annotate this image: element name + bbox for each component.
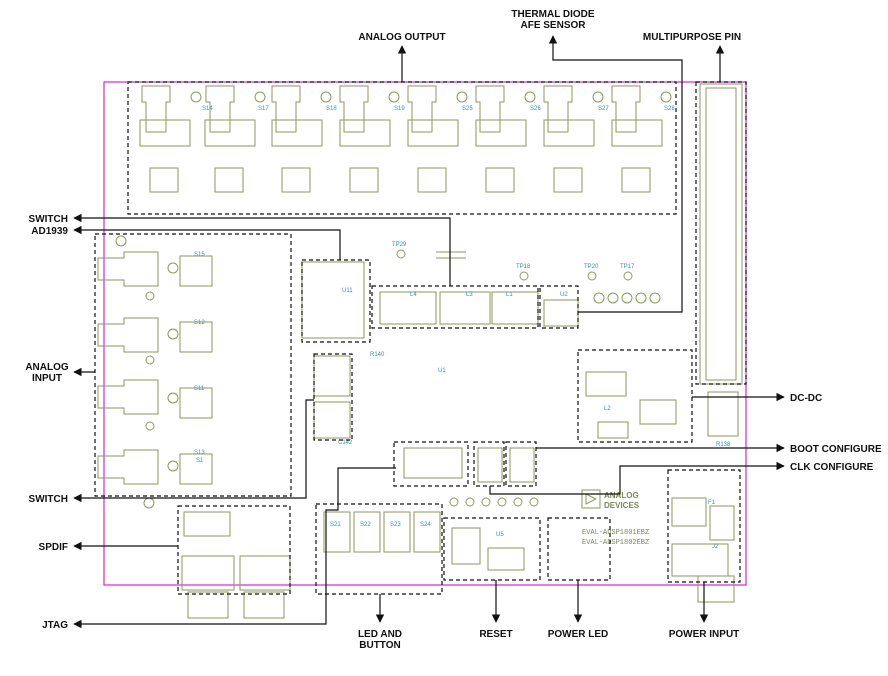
label-jtag: JTAG	[42, 620, 68, 631]
leader-jtag	[73, 467, 396, 629]
label-spdif: SPDIF	[39, 542, 68, 553]
silk-label: S14	[202, 106, 213, 112]
silk-label: S26	[530, 106, 541, 112]
silk-label: S21	[330, 522, 341, 528]
silk-label: R138	[716, 442, 731, 448]
silk-label: U11	[342, 288, 353, 294]
region-switch-upper	[371, 285, 539, 329]
leader-switch-top	[73, 213, 451, 286]
silk-label: S28	[664, 106, 675, 112]
label-boot-configure: BOOT CONFIGURE	[790, 444, 882, 455]
region-led-button	[315, 503, 443, 595]
silk-label: TP20	[584, 264, 599, 270]
silk-label: S25	[462, 106, 473, 112]
dashed-regions	[94, 81, 747, 595]
silk-label: S11	[194, 386, 205, 392]
silk-label: S1	[196, 458, 204, 464]
region-multipurpose	[695, 81, 747, 385]
silk-label: R140	[370, 352, 385, 358]
leader-ad1939	[73, 225, 341, 260]
silk-label: S22	[360, 522, 371, 528]
region-clk-b	[505, 441, 537, 487]
region-dc-dc	[577, 349, 693, 443]
region-power-led	[547, 517, 611, 581]
label-multipurpose-pin: MULTIPURPOSE PIN	[643, 32, 741, 43]
callout-labels: ANALOG OUTPUT THERMAL DIODE AFE SENSOR M…	[25, 9, 882, 651]
region-ad1939	[301, 259, 371, 343]
silk-label: L2	[604, 406, 611, 412]
multipurpose-header	[699, 83, 743, 385]
label-led-2: BUTTON	[359, 640, 400, 651]
label-reset: RESET	[479, 629, 512, 640]
silk-label: C142	[338, 440, 353, 446]
silk-label: F1	[708, 500, 716, 506]
label-analog-input-2: INPUT	[32, 373, 62, 384]
silk-reference-text: S14 S17 S18 S19 S25 S26 S27 S28 S15 S12 …	[194, 106, 731, 550]
silk-label: S13	[194, 450, 205, 456]
leader-switch-bottom	[73, 399, 314, 503]
leader-thermal	[548, 35, 683, 313]
logo-line-1: ANALOG	[604, 491, 639, 500]
input-jacks	[97, 251, 213, 485]
silk-label: S19	[394, 106, 405, 112]
silk-label: S23	[390, 522, 401, 528]
silk-label: TP17	[620, 264, 635, 270]
label-analog-input-1: ANALOG	[25, 362, 69, 373]
label-analog-output: ANALOG OUTPUT	[358, 32, 445, 43]
silk-label: U2	[560, 292, 568, 298]
label-clk-configure: CLK CONFIGURE	[790, 462, 874, 473]
region-reset	[443, 517, 541, 581]
label-led-1: LED AND	[358, 629, 402, 640]
label-switch-bottom: SWITCH	[29, 494, 68, 505]
silk-label: S15	[194, 252, 205, 258]
silk-label: S24	[420, 522, 431, 528]
ad1939-chip	[301, 261, 365, 339]
region-switch-mid	[313, 353, 353, 441]
silk-label: L4	[410, 292, 417, 298]
silk-label: TP18	[516, 264, 531, 270]
silkscreen-layer	[97, 83, 743, 619]
silk-label: U1	[438, 368, 446, 374]
silk-label: L1	[506, 292, 513, 298]
board-model-1: EVAL-ADSP1801EBZ	[582, 529, 649, 537]
silk-label: S17	[258, 106, 269, 112]
analog-devices-logo-mark	[581, 489, 601, 509]
logo-line-2: DEVICES	[604, 501, 640, 510]
label-power-input: POWER INPUT	[669, 629, 740, 640]
label-thermal-1: THERMAL DIODE	[511, 9, 594, 20]
region-clk-a	[473, 441, 505, 487]
label-power-led: POWER LED	[548, 629, 609, 640]
output-jacks	[139, 85, 672, 193]
silk-label: S18	[326, 106, 337, 112]
region-spdif	[177, 505, 291, 595]
board-model-2: EVAL-ADSP1802EBZ	[582, 539, 649, 547]
leader-clk	[489, 461, 785, 495]
label-thermal-2: AFE SENSOR	[520, 20, 586, 31]
label-ad1939: AD1939	[31, 226, 68, 237]
region-thermal	[539, 285, 579, 329]
silk-label: L3	[466, 292, 473, 298]
region-analog-input	[94, 233, 292, 497]
callout-leaders	[73, 35, 785, 629]
label-dc-dc: DC-DC	[790, 393, 822, 404]
silk-label: TP29	[392, 242, 407, 248]
board-outline	[103, 81, 747, 586]
silk-label: U5	[496, 532, 504, 538]
label-switch-top: SWITCH	[29, 214, 68, 225]
silk-label: S27	[598, 106, 609, 112]
silk-label: S12	[194, 320, 205, 326]
silk-label: J2	[712, 544, 719, 550]
region-boot	[393, 441, 469, 487]
